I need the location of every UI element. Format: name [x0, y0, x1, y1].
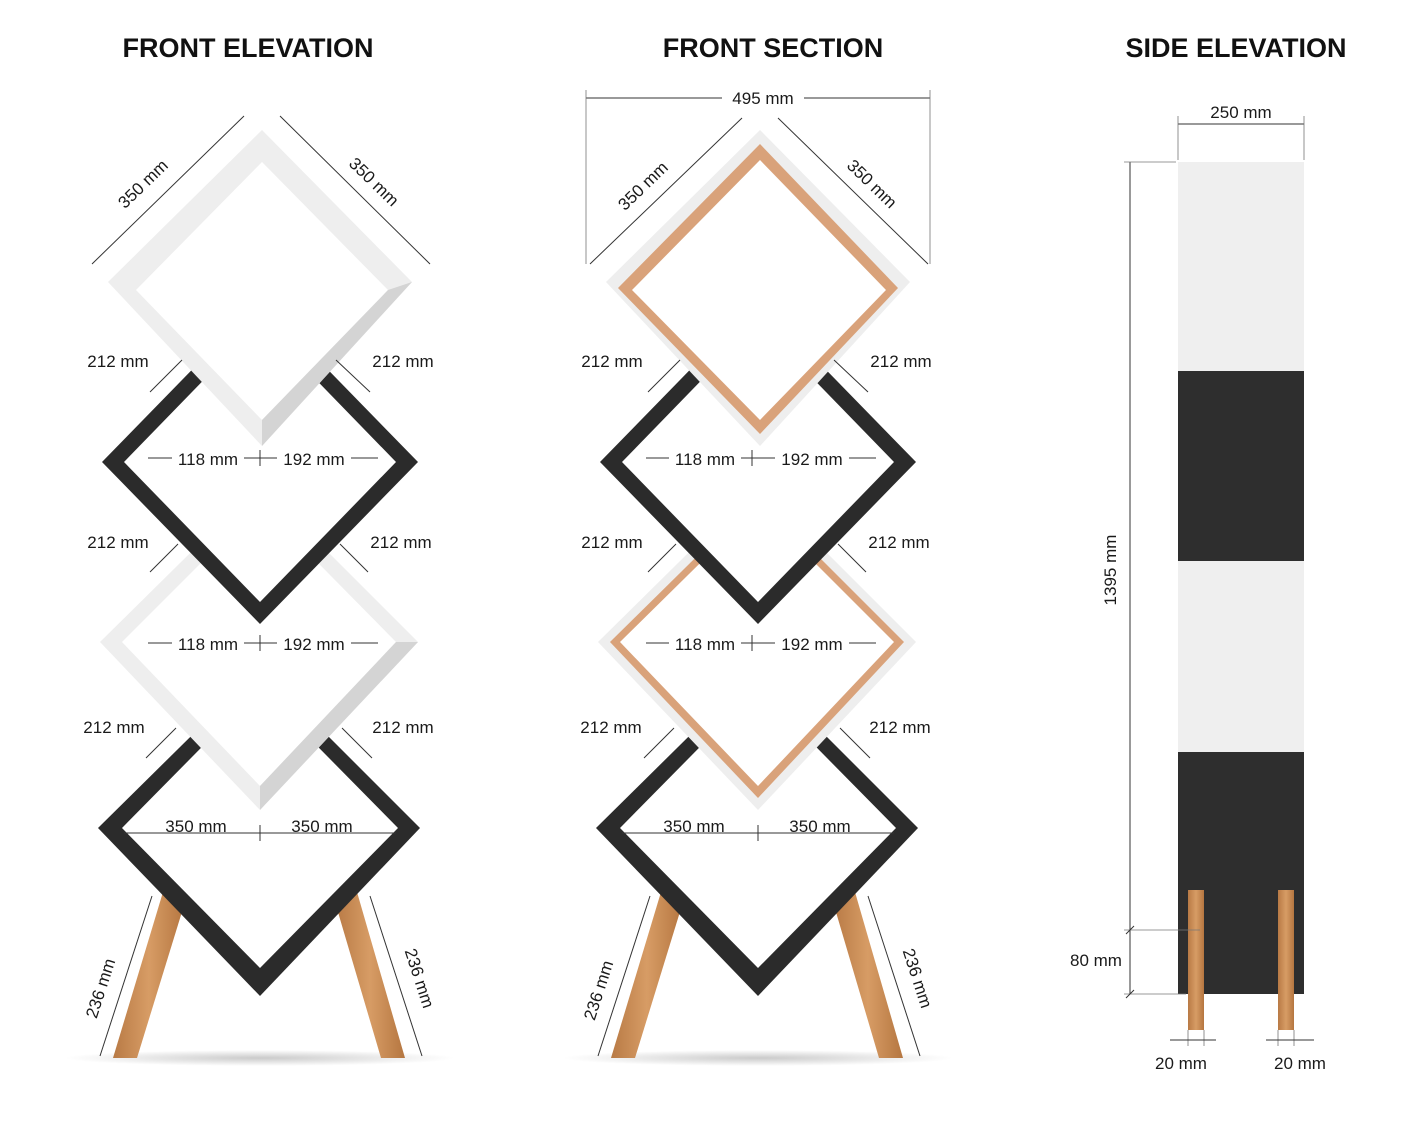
section-frame-white-top-inner: [632, 160, 886, 420]
dim-front-overlap-2-left: 212 mm: [87, 533, 148, 552]
frame-white-top-inner: [136, 162, 388, 420]
section-frame-white-third-inner: [620, 506, 894, 786]
front-elevation-view: 350 mm 350 mm 212 mm 212 mm 212 mm 212 m…: [65, 115, 455, 1066]
dim-section-overall-width: 495 mm: [732, 89, 793, 108]
dim-front-overlap-1-right: 212 mm: [372, 352, 433, 371]
dim-side-leg-width-left: 20 mm: [1155, 1054, 1207, 1073]
dim-front-overlap-1-left: 212 mm: [87, 352, 148, 371]
dim-section-inner-right-1: 192 mm: [781, 450, 842, 469]
dim-front-top-left-side: 350 mm: [114, 156, 171, 212]
dim-section-top-right-side: 350 mm: [843, 156, 900, 212]
dim-front-leg-left: 236 mm: [82, 956, 119, 1020]
title-front-section: FRONT SECTION: [663, 33, 884, 63]
dim-front-leg-right: 236 mm: [401, 946, 438, 1010]
dim-section-top-left-side: 350 mm: [614, 158, 671, 214]
section-leg-left: [611, 892, 683, 1058]
dim-side-leg-height: 80 mm: [1070, 951, 1122, 970]
dim-section-overlap-2-right: 212 mm: [868, 533, 929, 552]
dim-section-leg-right: 236 mm: [899, 946, 936, 1010]
dim-section-overlap-3-right: 212 mm: [869, 718, 930, 737]
front-section-view: 495 mm 350 mm 350 mm 212 mm 212 mm 212 m…: [563, 87, 953, 1066]
dim-front-base-right: 350 mm: [291, 817, 352, 836]
dim-section-overlap-1-right: 212 mm: [870, 352, 931, 371]
dim-section-overlap-2-left: 212 mm: [581, 533, 642, 552]
frame-white-third-inner: [122, 504, 396, 786]
dim-section-base-right: 350 mm: [789, 817, 850, 836]
floor-shadow-section: [563, 1050, 953, 1066]
dim-front-inner-right-2: 192 mm: [283, 635, 344, 654]
dim-section-overlap-1-left: 212 mm: [581, 352, 642, 371]
side-elevation-view: 250 mm 1395 mm 80 mm 20 mm 20 mm: [1070, 103, 1326, 1073]
dim-front-base-left: 350 mm: [165, 817, 226, 836]
leg-left: [113, 892, 185, 1058]
dim-side-leg-width-right: 20 mm: [1274, 1054, 1326, 1073]
frame-white-third-shade: [260, 642, 418, 810]
side-leg-left: [1188, 890, 1204, 1030]
section-frame-black-second-inner: [622, 322, 894, 602]
dim-section-inner-left-1: 118 mm: [675, 450, 735, 469]
dim-section-base-left: 350 mm: [663, 817, 724, 836]
dim-section-inner-right-2: 192 mm: [781, 635, 842, 654]
dim-front-inner-right-1: 192 mm: [283, 450, 344, 469]
dim-section-overlap-3-left: 212 mm: [580, 718, 641, 737]
side-leg-right: [1278, 890, 1294, 1030]
dim-front-top-right-side: 350 mm: [345, 154, 402, 210]
dim-front-inner-left-2: 118 mm: [178, 635, 238, 654]
frame-white-top-shade: [262, 282, 412, 446]
title-side-elevation: SIDE ELEVATION: [1125, 33, 1346, 63]
dim-front-overlap-3-right: 212 mm: [372, 718, 433, 737]
dim-front-overlap-3-left: 212 mm: [83, 718, 144, 737]
dim-front-overlap-2-right: 212 mm: [370, 533, 431, 552]
dim-side-depth: 250 mm: [1210, 103, 1271, 122]
dim-side-height: 1395 mm: [1101, 535, 1120, 606]
side-block-white-top: [1178, 162, 1304, 371]
title-front-elevation: FRONT ELEVATION: [123, 33, 374, 63]
dim-front-inner-left-1: 118 mm: [178, 450, 238, 469]
side-block-black-second: [1178, 371, 1304, 561]
section-leg-right: [833, 892, 903, 1058]
dim-section-inner-left-2: 118 mm: [675, 635, 735, 654]
leg-right: [335, 892, 405, 1058]
side-block-white-third: [1178, 561, 1304, 752]
floor-shadow: [65, 1050, 455, 1066]
